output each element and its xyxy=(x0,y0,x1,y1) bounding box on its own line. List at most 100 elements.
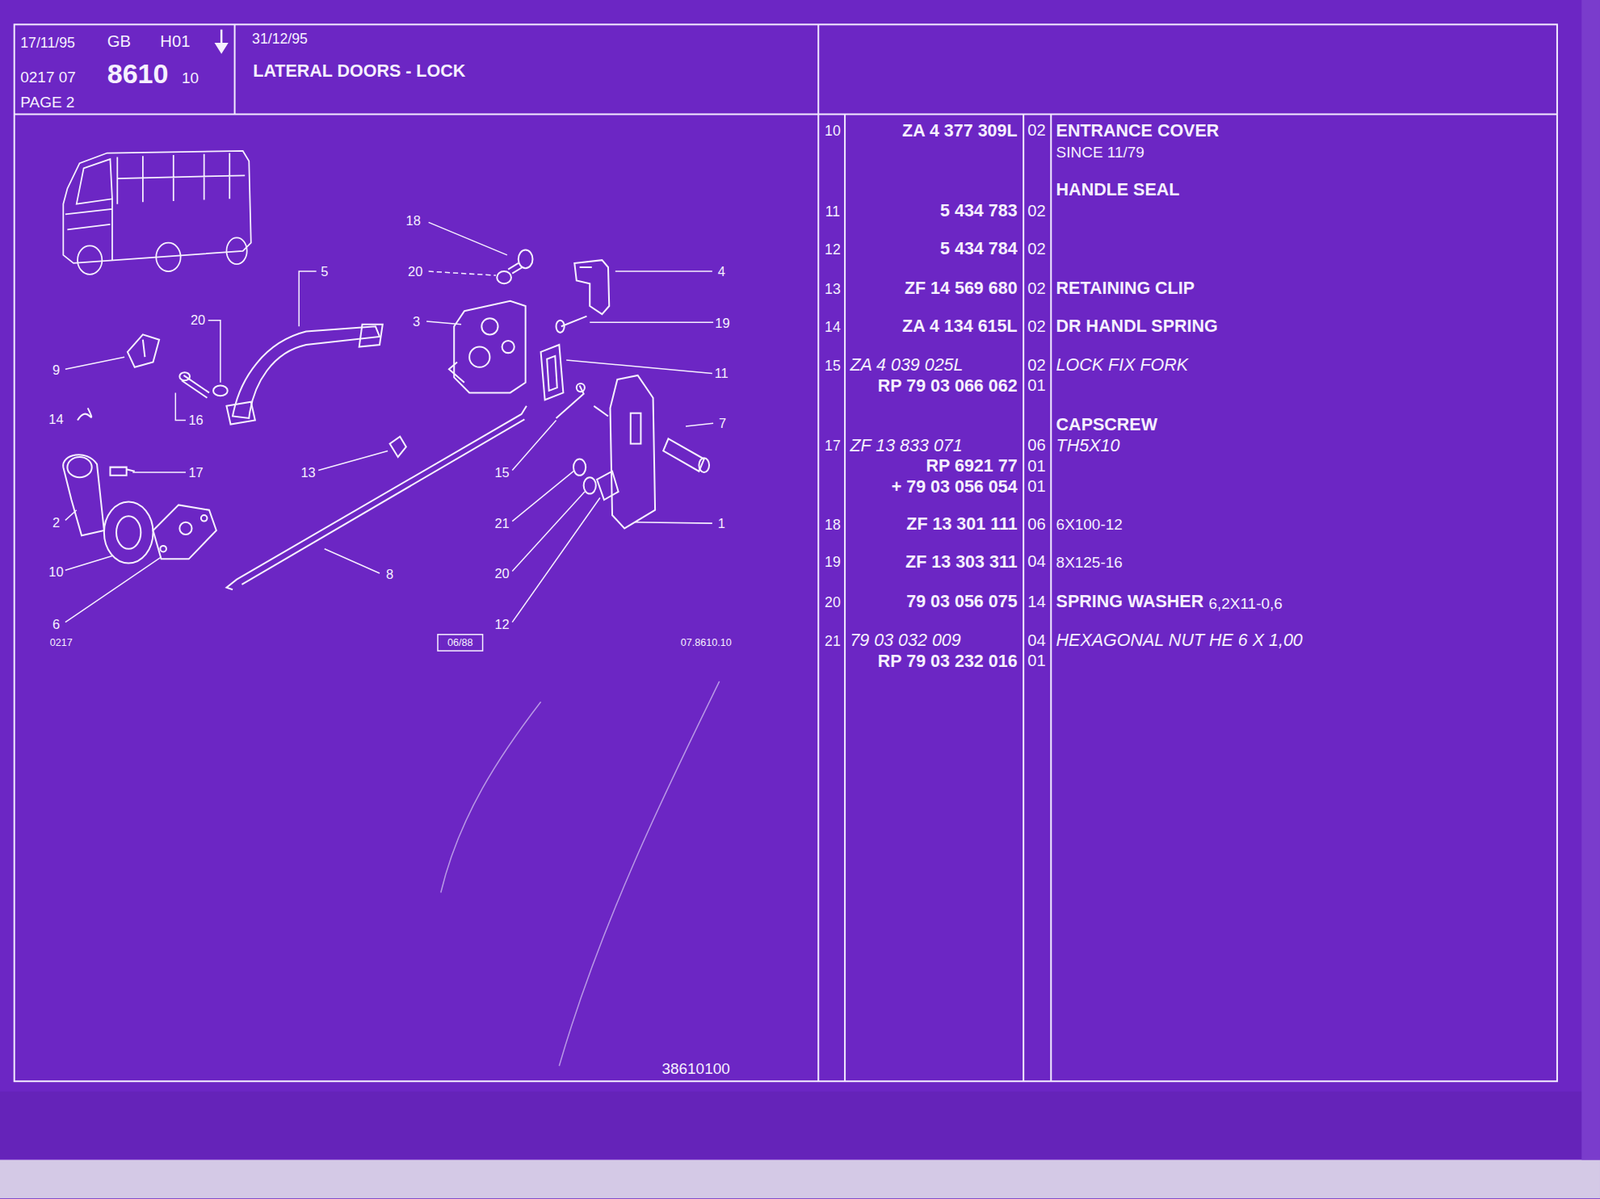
down-arrow xyxy=(216,29,227,53)
lock-parts xyxy=(359,324,383,348)
table-cell: 01 xyxy=(1027,478,1046,496)
leader-line xyxy=(512,420,556,471)
table-cell: RETAINING CLIP xyxy=(1056,280,1195,298)
frame-lines xyxy=(1049,113,1052,1082)
table-cell: 38610100 xyxy=(661,1060,730,1076)
lock-parts xyxy=(241,419,525,585)
table-cell: SPRING WASHER xyxy=(1056,593,1205,611)
lock-parts xyxy=(469,347,490,368)
lock-parts xyxy=(159,545,167,553)
table-cell: ZA 4 377 309L xyxy=(902,121,1017,139)
callout-number: 16 xyxy=(188,413,203,427)
callout-number: 18 xyxy=(406,214,421,227)
frame-lines xyxy=(14,113,1558,115)
lock-parts xyxy=(573,459,586,476)
callout-number: 7 xyxy=(718,416,727,430)
lock-parts xyxy=(232,326,380,419)
table-cell: 6,2X11-0,6 xyxy=(1209,595,1283,611)
lock-parts xyxy=(179,522,192,535)
lock-parts xyxy=(153,504,217,559)
table-cell: 06 xyxy=(1027,437,1046,454)
table-cell: LOCK FIX FORK xyxy=(1056,356,1189,374)
header-text: GB xyxy=(107,33,131,51)
film-scratch xyxy=(440,701,542,893)
callout-number: 19 xyxy=(714,316,730,330)
table-cell: 20 xyxy=(824,595,841,610)
reference-code: 07.8610.10 xyxy=(680,638,732,649)
van-sketch xyxy=(77,245,102,274)
frame-lines xyxy=(14,24,1558,1082)
leader-line xyxy=(65,356,125,370)
lock-parts xyxy=(62,250,710,591)
table-cell: TH5X10 xyxy=(1056,436,1121,454)
lock-parts xyxy=(583,477,597,494)
callout-number: 10 xyxy=(48,566,63,580)
leader-line xyxy=(589,321,714,324)
film-scratch xyxy=(440,681,720,1067)
table-cell: ENTRANCE COVER xyxy=(1056,121,1220,139)
table-cell: ZF 13 833 071 xyxy=(849,436,962,454)
table-cell: 02 xyxy=(1027,202,1046,219)
callout-number: 17 xyxy=(188,466,203,479)
van-sketch xyxy=(226,237,247,265)
reference-code: 06/88 xyxy=(447,638,474,649)
callout-number: 12 xyxy=(494,617,509,631)
callout-number: 13 xyxy=(300,466,315,479)
table-cell: ZF 13 303 311 xyxy=(905,553,1018,571)
table-cell: 02 xyxy=(1027,280,1046,297)
lock-parts xyxy=(179,372,190,381)
leader-line xyxy=(437,634,483,651)
leader-line xyxy=(428,271,496,276)
lock-parts xyxy=(556,320,565,333)
leader-line xyxy=(65,556,113,572)
lock-parts xyxy=(663,438,705,471)
leader-line xyxy=(318,450,388,471)
leader-line xyxy=(132,471,186,474)
table-cell: 01 xyxy=(1027,653,1046,670)
page-ground xyxy=(0,1159,1600,1199)
page-ground xyxy=(1581,0,1600,1160)
callout-number: 11 xyxy=(714,366,729,380)
callout-number: 8 xyxy=(386,567,394,581)
table-cell: 14 xyxy=(1027,593,1046,610)
table-cell: 10 xyxy=(824,123,841,139)
lock-parts xyxy=(226,406,526,590)
leader-line xyxy=(65,557,162,623)
table-cell: 06 xyxy=(1027,516,1046,533)
callout-number: 9 xyxy=(52,363,60,377)
lock-parts xyxy=(213,386,228,397)
lock-parts xyxy=(502,340,515,353)
van-sketch xyxy=(76,159,113,205)
callout-number: 20 xyxy=(407,264,423,278)
header-text: 17/11/95 xyxy=(20,35,76,51)
table-cell: SINCE 11/79 xyxy=(1056,144,1145,160)
frame-lines xyxy=(844,113,846,1082)
table-cell: 14 xyxy=(824,319,841,334)
lock-parts xyxy=(116,516,141,549)
table-cell: 79 03 032 009 xyxy=(849,632,961,650)
lock-parts xyxy=(453,301,525,394)
table-cell: ZF 13 301 111 xyxy=(906,516,1017,534)
table-cell: RP 79 03 066 062 xyxy=(877,377,1018,395)
table-cell: 15 xyxy=(824,357,841,373)
callout-number: 6 xyxy=(52,617,60,631)
lock-parts xyxy=(104,502,154,564)
header-text: 10 xyxy=(181,70,199,86)
page-ground xyxy=(0,1091,1600,1160)
table-cell: 04 xyxy=(1027,554,1046,571)
leader-line xyxy=(428,222,508,255)
lock-parts xyxy=(181,375,210,399)
lock-parts xyxy=(481,318,498,335)
table-cell: 02 xyxy=(1027,318,1046,335)
callout-number: 1 xyxy=(718,516,726,530)
table-cell: 02 xyxy=(1027,240,1046,257)
callout-number: 4 xyxy=(718,264,726,278)
leader-line xyxy=(566,360,713,374)
lock-parts xyxy=(576,383,585,392)
lock-parts xyxy=(496,271,512,284)
van-sketch xyxy=(155,243,181,272)
callout-number: 20 xyxy=(190,313,206,327)
lock-parts xyxy=(109,467,135,476)
